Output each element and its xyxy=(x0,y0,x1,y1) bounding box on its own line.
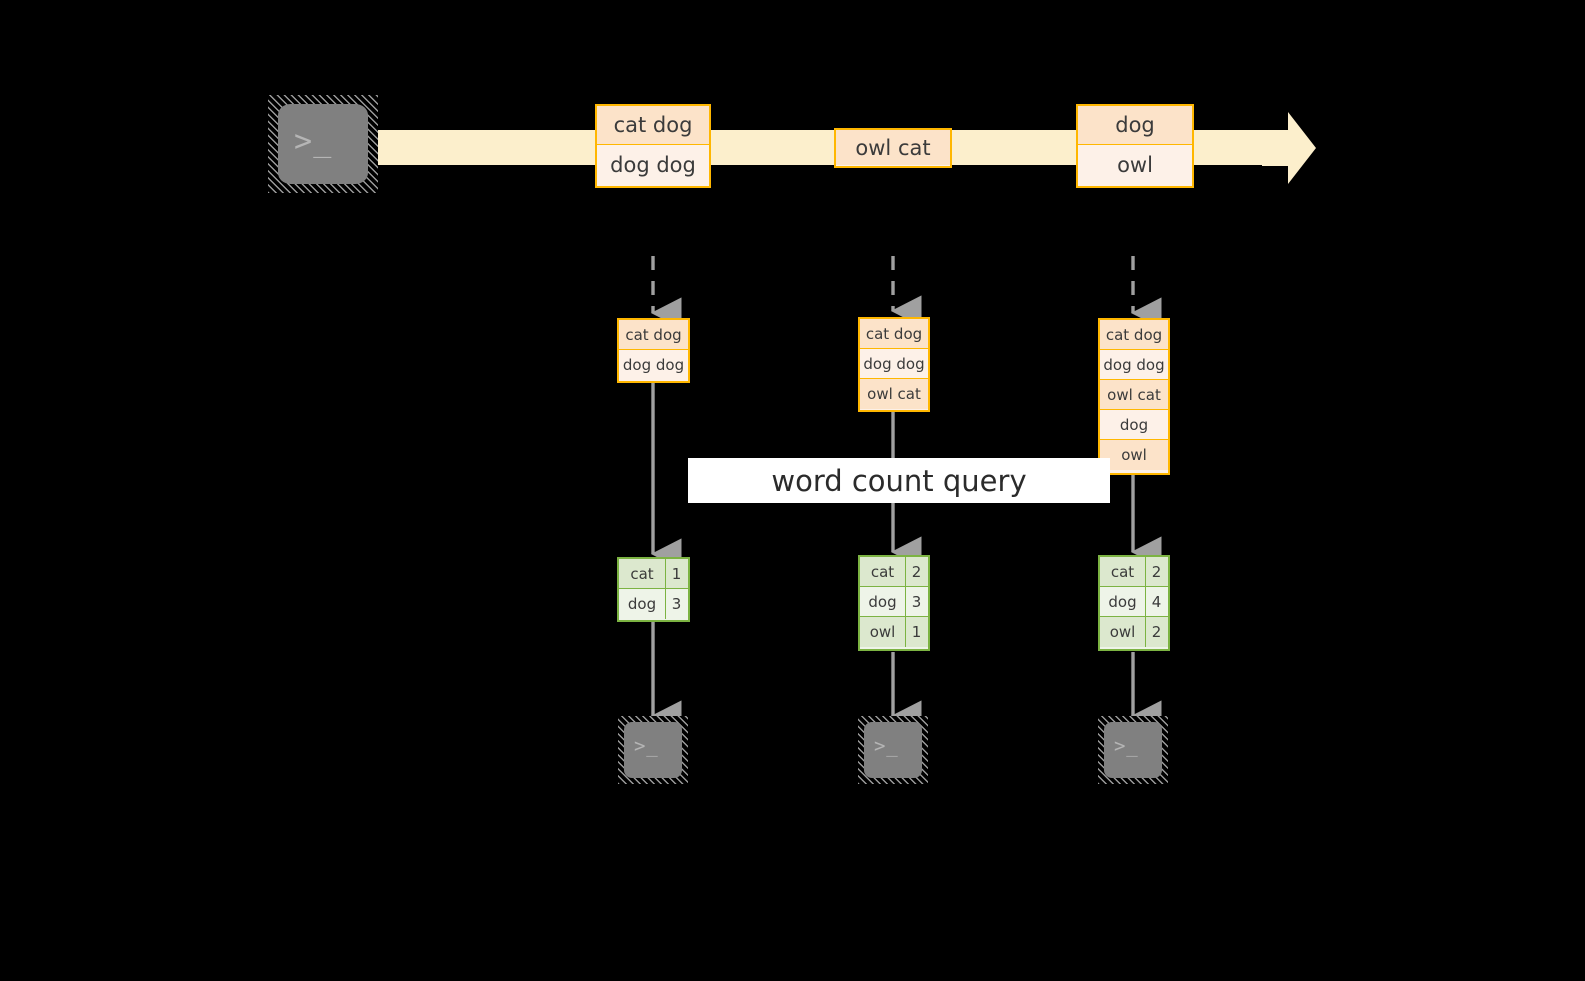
count-table[interactable]: cat 1 dog 3 xyxy=(617,557,690,622)
snapshot-row: cat dog xyxy=(860,319,928,349)
stream-record-line: owl cat xyxy=(836,130,950,165)
stream-band-arrowhead xyxy=(1262,112,1316,184)
snapshot-row: owl cat xyxy=(860,379,928,409)
snapshot-row: dog xyxy=(1100,410,1168,440)
query-label: word count query xyxy=(688,458,1110,503)
snapshot-table[interactable]: cat dog dog dog xyxy=(617,318,690,383)
source-terminal-icon[interactable]: >_ xyxy=(268,95,378,193)
count-row: cat 2 xyxy=(860,557,928,587)
count-word: dog xyxy=(619,589,666,619)
count-table[interactable]: cat 2 dog 4 owl 2 xyxy=(1098,555,1170,651)
count-value: 2 xyxy=(1151,623,1162,641)
snapshot-row: dog dog xyxy=(619,350,688,380)
count-row: dog 3 xyxy=(619,589,688,619)
stream-record-line: dog dog xyxy=(597,145,709,184)
snapshot-row: cat dog xyxy=(619,320,688,350)
count-value: 3 xyxy=(911,592,922,611)
count-value: 1 xyxy=(911,623,922,641)
count-row: dog 3 xyxy=(860,587,928,617)
count-value: 2 xyxy=(911,562,922,581)
stream-record[interactable]: dog owl xyxy=(1076,104,1194,188)
terminal-screen xyxy=(278,104,368,184)
terminal-screen xyxy=(1104,722,1162,778)
sink-terminal-icon[interactable]: >_ xyxy=(618,716,688,784)
terminal-prompt-glyph: >_ xyxy=(874,735,899,757)
count-value: 2 xyxy=(1151,562,1162,581)
terminal-prompt-glyph: >_ xyxy=(1114,735,1139,757)
stream-record[interactable]: cat dog dog dog xyxy=(595,104,711,188)
stream-record-line: cat dog xyxy=(597,106,709,145)
terminal-prompt-glyph: >_ xyxy=(634,735,659,757)
terminal-screen xyxy=(864,722,922,778)
count-row: owl 2 xyxy=(1100,617,1168,647)
count-row: cat 1 xyxy=(619,559,688,589)
count-word: dog xyxy=(860,587,906,616)
count-table[interactable]: cat 2 dog 3 owl 1 xyxy=(858,555,930,651)
count-word: cat xyxy=(619,559,666,588)
stream-record-line: dog xyxy=(1078,106,1192,145)
count-word: owl xyxy=(860,617,906,647)
stream-record-line: owl xyxy=(1078,145,1192,184)
sink-terminal-icon[interactable]: >_ xyxy=(858,716,928,784)
count-value: 4 xyxy=(1151,592,1162,611)
count-row: dog 4 xyxy=(1100,587,1168,617)
count-row: owl 1 xyxy=(860,617,928,647)
count-word: cat xyxy=(860,557,906,586)
count-value: 3 xyxy=(671,595,682,613)
snapshot-row: dog dog xyxy=(1100,350,1168,380)
count-word: dog xyxy=(1100,587,1146,616)
snapshot-table[interactable]: cat dog dog dog owl cat dog owl xyxy=(1098,318,1170,475)
snapshot-row: owl xyxy=(1100,440,1168,470)
stream-record[interactable]: owl cat xyxy=(834,128,952,168)
sink-terminal-icon[interactable]: >_ xyxy=(1098,716,1168,784)
count-word: cat xyxy=(1100,557,1146,586)
snapshot-row: owl cat xyxy=(1100,380,1168,410)
snapshot-row: dog dog xyxy=(860,349,928,379)
terminal-screen xyxy=(624,722,682,778)
snapshot-row: cat dog xyxy=(1100,320,1168,350)
count-word: owl xyxy=(1100,617,1146,647)
count-row: cat 2 xyxy=(1100,557,1168,587)
snapshot-table[interactable]: cat dog dog dog owl cat xyxy=(858,317,930,412)
terminal-prompt-glyph: >_ xyxy=(294,124,333,159)
count-value: 1 xyxy=(671,564,682,583)
